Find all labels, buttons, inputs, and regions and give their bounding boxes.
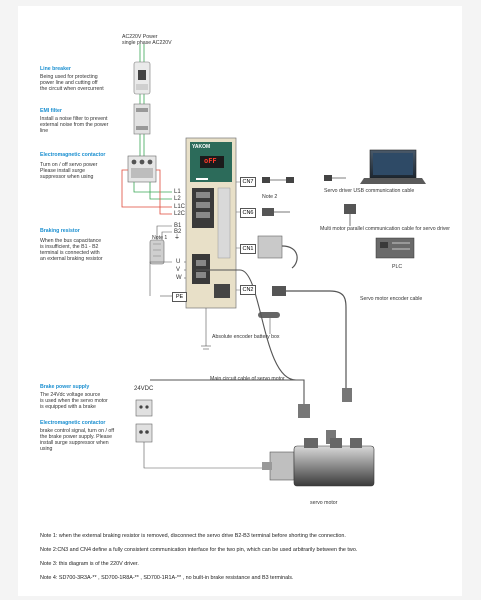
terminal-w: W [176, 275, 182, 281]
brake-power-title: Brake power supply [40, 384, 90, 390]
connector-cn7: CN7 [240, 177, 256, 187]
motor-label: servo motor [310, 500, 338, 506]
motor-power-plug [298, 404, 310, 418]
contactor-desc-3: suppressor when using [40, 174, 94, 180]
note-3: Note 3: this diagram is of the 220V driv… [40, 561, 139, 567]
connector-cn1: CN1 [240, 244, 256, 254]
brake-contactor-desc-4: using [40, 446, 53, 452]
contactor-desc-1: Turn on / off servo power [40, 162, 98, 168]
plc-label: PLC [392, 264, 403, 270]
multi-motor-cable [262, 204, 356, 226]
servo-drive [185, 137, 237, 309]
contactor [127, 155, 157, 183]
terminal-u: U [176, 259, 181, 265]
terminal-v: V [176, 267, 181, 273]
power-input-wires [139, 44, 145, 160]
terminal-b1: B1 [174, 223, 182, 229]
cn1-connector [257, 235, 298, 269]
line-breaker-desc-2: power line and cutting off [40, 80, 98, 86]
emi-filter [133, 103, 151, 135]
brake-power-desc-1: The 24Vdc voltage source [40, 392, 101, 398]
motor-encoder-plug [326, 430, 336, 444]
terminal-l1: L1 [174, 189, 181, 195]
connector-cn6: CN6 [240, 208, 256, 218]
braking-resistor-title: Braking resistor [40, 228, 80, 234]
terminal-b2: B2 [174, 229, 182, 235]
note2-label: Note 2 [262, 194, 278, 200]
brake-power-supply [135, 399, 153, 417]
braking-resistor-desc-1: When the bus capacitance [40, 238, 102, 244]
contactor-desc-2: Please install surge [40, 168, 85, 174]
emi-filter-desc-2: external noise from the power [40, 122, 109, 128]
terminal-l1c: L1C [174, 204, 186, 210]
contactor-title: Electromagnetic contactor [40, 152, 106, 158]
brake-contactor-desc-1: brake control signal, turn on / off [40, 428, 115, 434]
drive-display: oFF [204, 157, 217, 165]
note-4: Note 4: SD700-3R3A-** , SD700-1R8A-** , … [40, 575, 294, 581]
main-circuit-cable [150, 269, 305, 408]
encoder-cable [258, 286, 352, 402]
encoder-cable-label: Servo motor encoder cable [360, 296, 423, 302]
power-subtitle: single phase AC220V [122, 40, 172, 46]
plc [375, 237, 415, 259]
emi-filter-desc-1: Install a noise filter to prevent [40, 116, 108, 122]
brake-contactor-desc-3: install surge suppressor when [40, 440, 109, 446]
servo-motor [262, 438, 375, 487]
brake-contactor-title: Electromagnetic contactor [40, 420, 106, 426]
emi-filter-desc-3: line [40, 128, 49, 134]
line-breaker-title: Line breaker [40, 66, 71, 72]
connector-cn2: CN2 [240, 285, 256, 295]
power-title: AC220V Power [122, 34, 158, 40]
brake-contactor [135, 423, 153, 443]
note-2: Note 2:CN3 and CN4 define a fully consis… [40, 547, 358, 553]
multi-cable-label: Multi motor parallel communication cable… [320, 226, 451, 232]
terminal-ground: ⏚ [174, 235, 181, 241]
note1-label: Note 1 [152, 235, 168, 241]
brake-contactor-desc-2: the brake power supply. Please [40, 434, 112, 440]
braking-resistor-desc-4: an external braking resistor [40, 256, 103, 262]
drive-ground [201, 308, 211, 350]
braking-resistor-desc-2: is insufficient, the B1 - B2 [40, 244, 99, 250]
brake-power-desc-2: is used when the servo motor [40, 398, 108, 404]
terminal-pe: PE [172, 292, 187, 302]
emi-filter-title: EMI filter [40, 108, 62, 114]
drive-connector-lines [236, 181, 240, 291]
terminal-l2c: L2C [174, 211, 186, 217]
usb-cable [262, 175, 346, 183]
line-breaker [133, 61, 151, 95]
vdc24-label: 24VDC [134, 386, 154, 392]
main-cable-label: Main circuit cable of servo motor [210, 376, 285, 382]
note-1: Note 1: when the external braking resist… [40, 533, 346, 539]
line-breaker-desc-1: Being used for protecting [40, 74, 98, 80]
usb-cable-label: Servo driver USB communication cable [324, 188, 415, 194]
line-breaker-desc-3: the circuit when overcurrent [40, 86, 104, 92]
braking-resistor [149, 225, 172, 265]
terminal-l2: L2 [174, 196, 181, 202]
diagram-page [18, 6, 462, 596]
battery-box-label: Absolute encoder battery box [212, 334, 280, 340]
brake-power-desc-3: is equipped with a brake [40, 404, 96, 410]
laptop [360, 149, 426, 184]
mains-wires [121, 169, 172, 215]
braking-resistor-desc-3: terminal is connected with [40, 250, 100, 256]
drive-brand: YAKOM [192, 144, 211, 150]
